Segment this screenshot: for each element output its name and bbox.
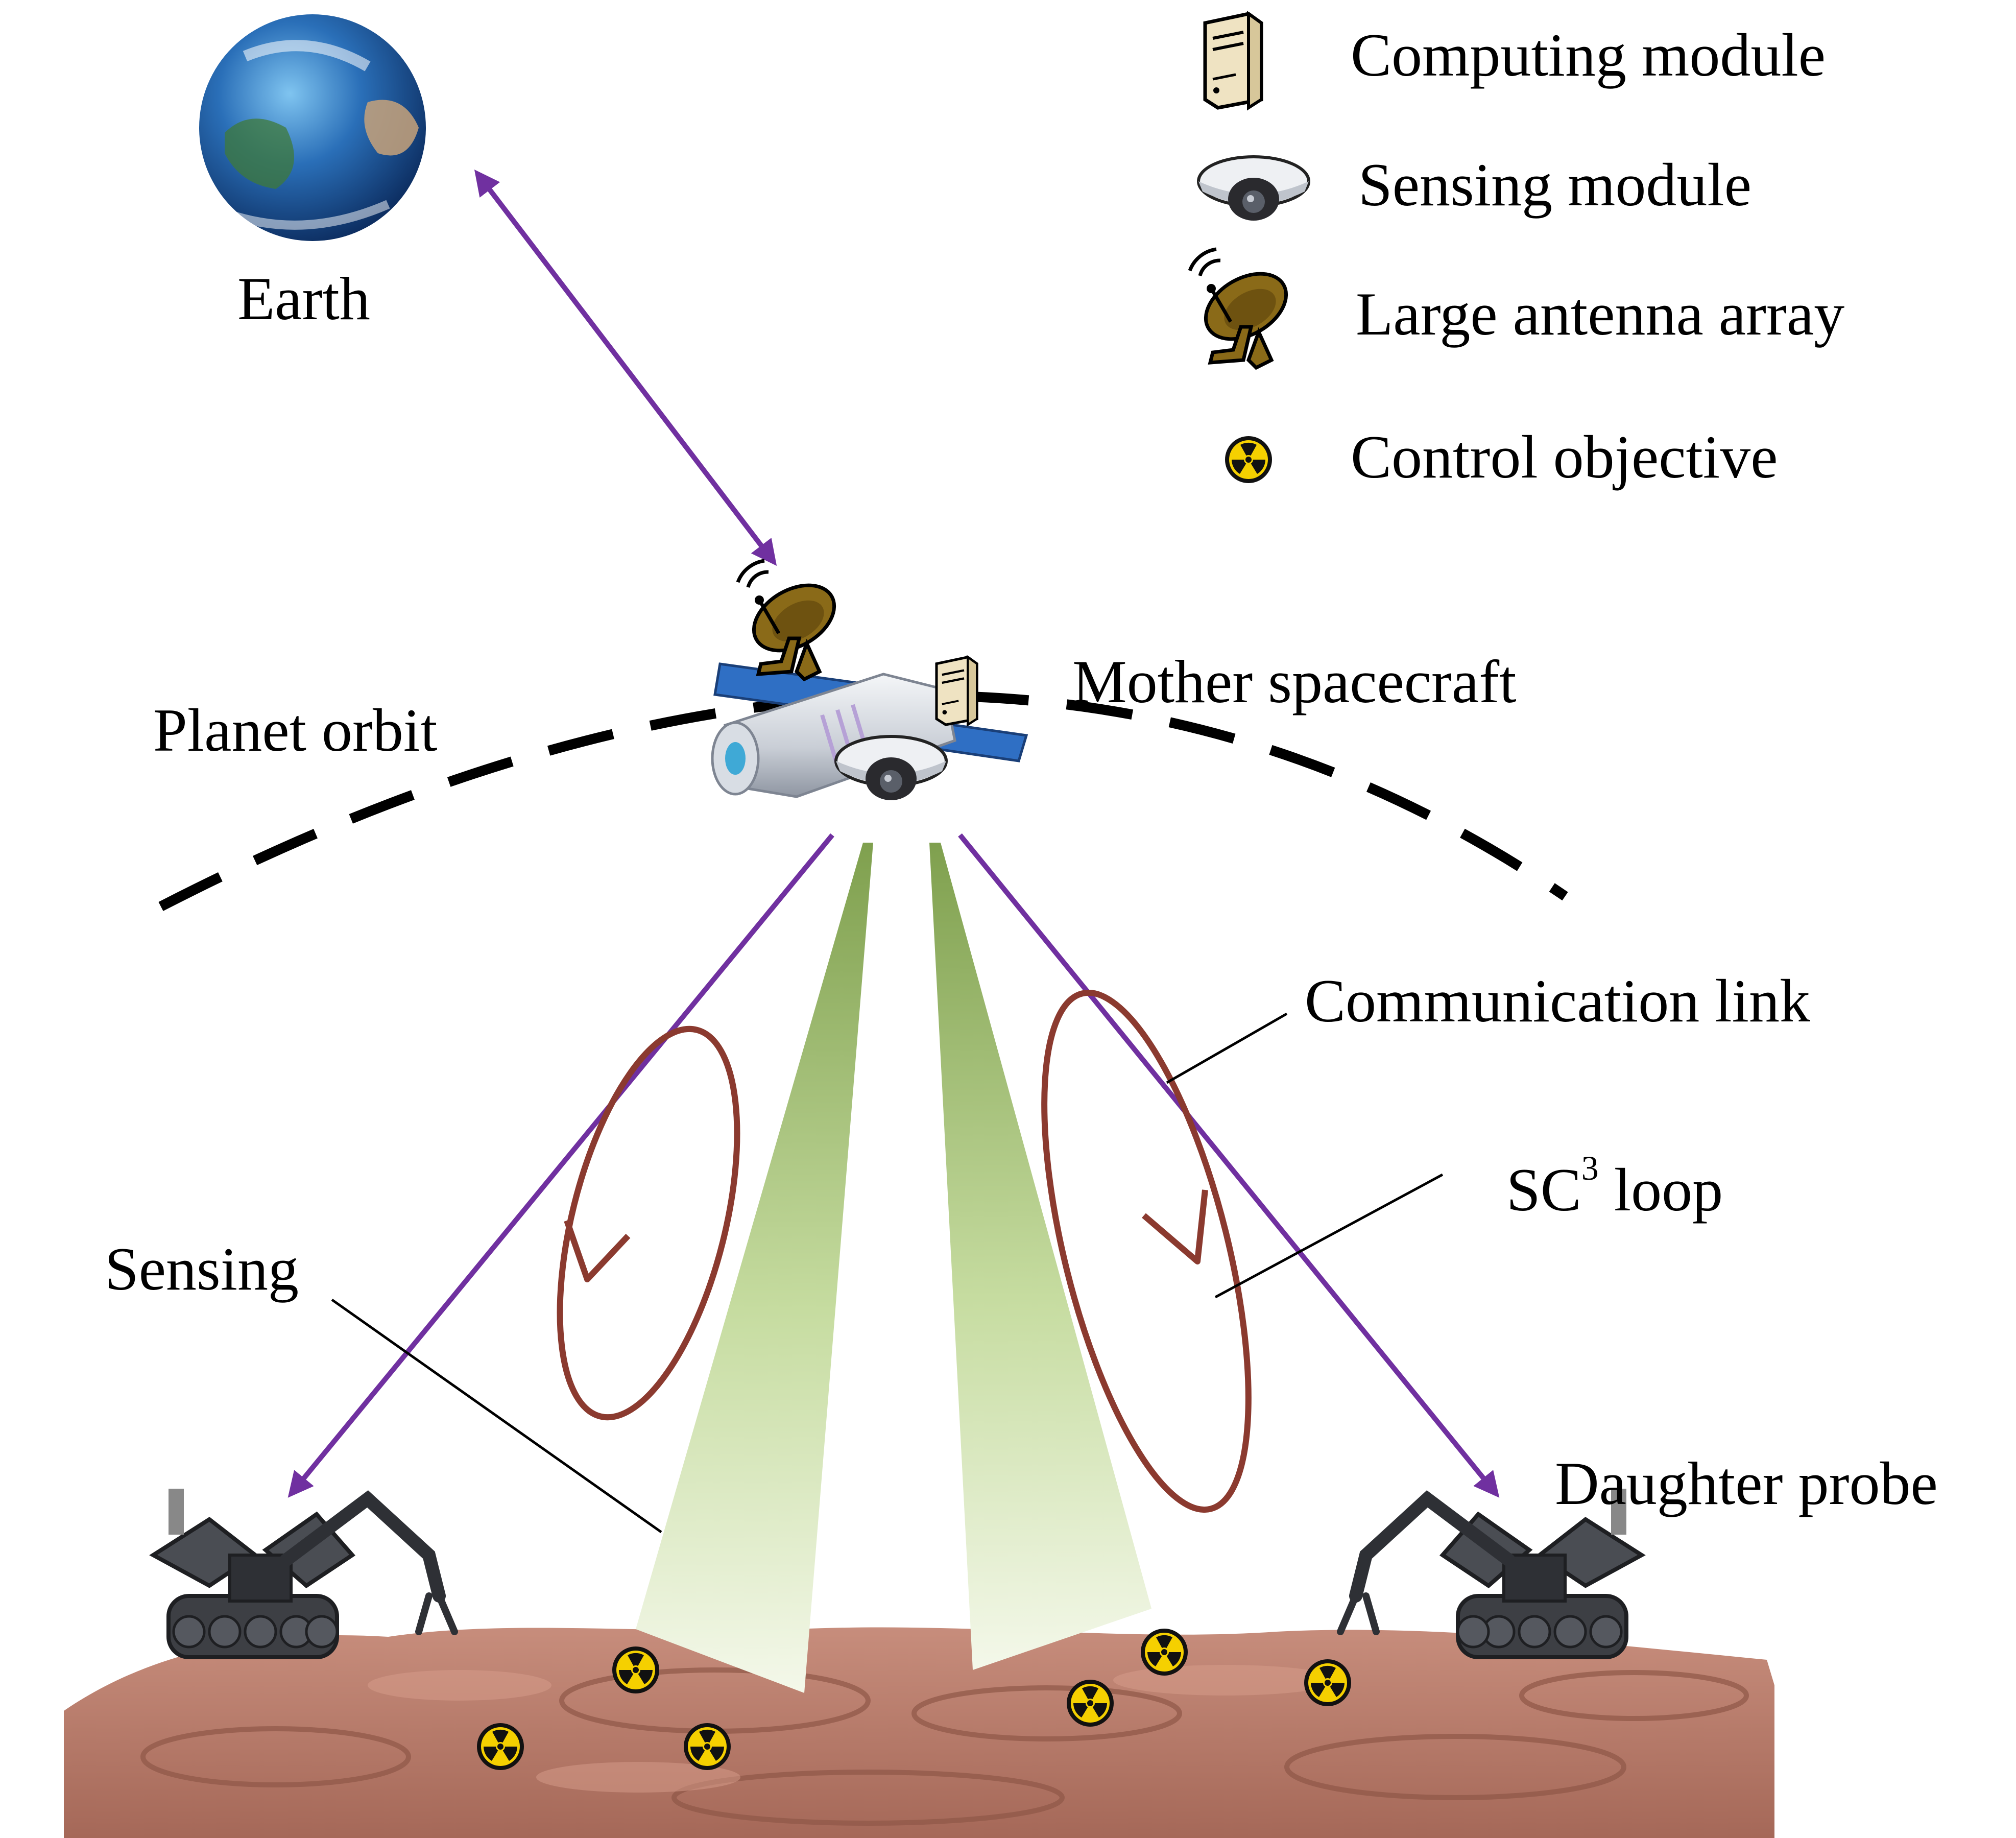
- legend-sensing-module-icon: [1198, 157, 1309, 221]
- legend-computing-module-icon: [1205, 14, 1261, 108]
- legend-label-computing-module: Computing module: [1351, 21, 1826, 89]
- spacecraft-computing-module-icon: [937, 657, 977, 725]
- link-to-left-probe-arrow: [287, 833, 834, 1498]
- earth-globe: [199, 14, 426, 241]
- control-objective-icon: [1067, 1680, 1114, 1727]
- sensing-label: Sensing: [105, 1235, 299, 1303]
- earth-label: Earth: [237, 265, 370, 332]
- link-to-right-probe-arrow: [958, 833, 1500, 1498]
- planet-orbit-label: Planet orbit: [153, 696, 438, 764]
- spacecraft-antenna-icon: [738, 561, 846, 679]
- sensing-beam-left: [636, 843, 873, 1693]
- spacecraft-sensing-module-icon: [836, 736, 946, 800]
- legend-label-control-objective: Control objective: [1351, 423, 1778, 491]
- earth-link-arrow: [474, 170, 777, 566]
- sc3-loop-right: [1041, 989, 1252, 1513]
- legend-control-objective-icon: [1225, 436, 1272, 483]
- leader-lines: [331, 1012, 1444, 1534]
- mother-spacecraft: [711, 662, 1028, 798]
- control-objective-icon: [1141, 1629, 1188, 1676]
- legend: Computing module Sensing module Large an…: [1190, 14, 1844, 491]
- communication-link-label: Communication link: [1305, 967, 1810, 1035]
- legend-large-antenna-array-icon: [1190, 249, 1298, 368]
- daughter-probe-label: Daughter probe: [1555, 1449, 1938, 1517]
- legend-label-sensing-module: Sensing module: [1358, 151, 1751, 219]
- control-objective-icon: [612, 1646, 659, 1693]
- control-objective-icon: [684, 1723, 731, 1770]
- daughter-probe-left: [153, 1489, 454, 1657]
- control-objective-icon: [477, 1723, 524, 1770]
- sc3-loop-label: SC3 loop: [1506, 1149, 1723, 1224]
- legend-label-large-antenna-array: Large antenna array: [1356, 280, 1844, 348]
- sc3-loop-left: [557, 1025, 740, 1421]
- control-objective-icon: [1304, 1659, 1351, 1706]
- mother-spacecraft-label: Mother spacecraft: [1072, 648, 1517, 715]
- sensing-beam-right: [929, 843, 1151, 1670]
